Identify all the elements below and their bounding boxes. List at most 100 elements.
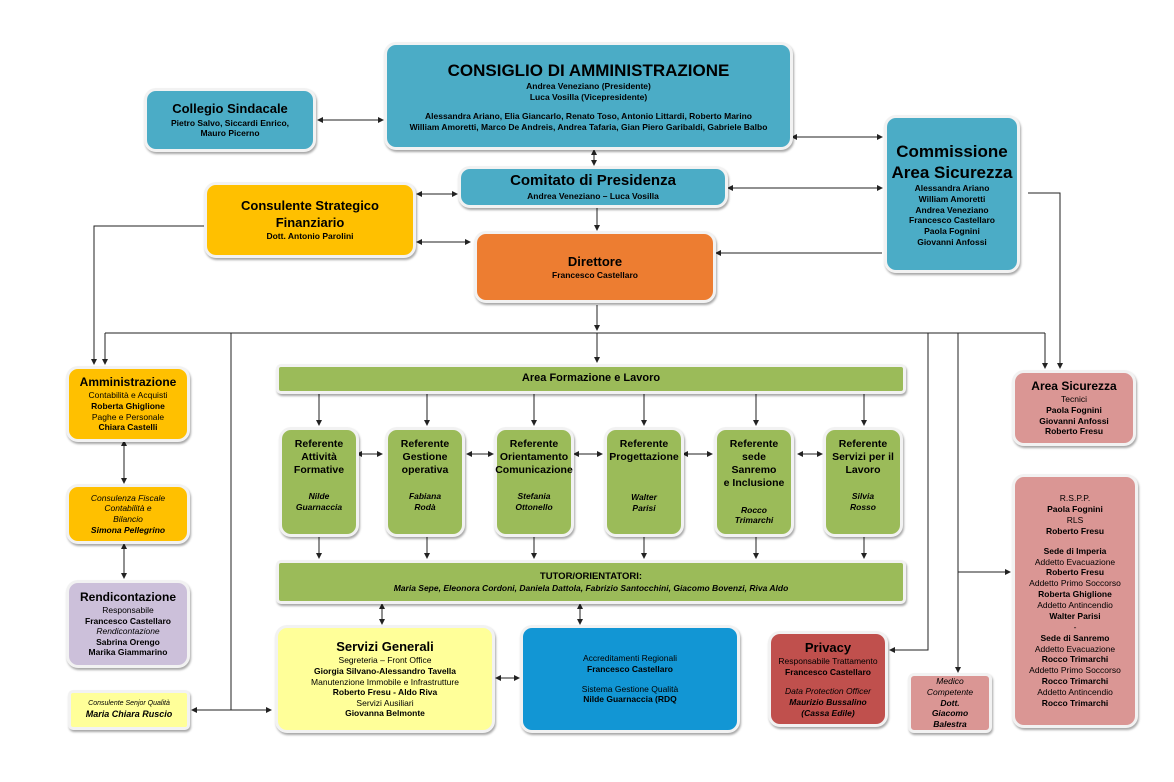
referente-title: Referente bbox=[400, 438, 450, 450]
referente-title: operativa bbox=[401, 464, 449, 477]
collegio-title: Collegio Sindacale bbox=[172, 101, 288, 117]
rspp-line: Addetto Antincendio bbox=[1037, 600, 1113, 611]
privacy-name: Maurizio Bussalino bbox=[789, 696, 867, 707]
consiglio-members-2: William Amoretti, Marco De Andreis, Andr… bbox=[409, 121, 768, 132]
rspp-line: Walter Parisi bbox=[1049, 610, 1101, 621]
consulenza-fiscale-box: Consulenza Fiscale Contabilità e Bilanci… bbox=[66, 484, 190, 544]
consulente-finanziario-title: Consulente Strategico Finanziario bbox=[241, 198, 379, 230]
commissione-areasicurezza-link bbox=[1028, 192, 1063, 369]
rspp-line: Rocco Trimarchi bbox=[1041, 697, 1109, 708]
referente-title: Gestione bbox=[402, 451, 448, 464]
rendicontazione-role: Rendicontazione bbox=[96, 626, 160, 637]
referente-name: Rocco bbox=[741, 504, 767, 515]
amministrazione-box: Amministrazione Contabilità e Acquisti R… bbox=[66, 366, 190, 442]
referente-name: Rodà bbox=[414, 502, 436, 512]
area-sicurezza-member: Giovanni Anfossi bbox=[1039, 415, 1109, 426]
rendicontazione-name: Francesco Castellaro bbox=[85, 615, 171, 626]
area-sicurezza-member: Roberto Fresu bbox=[1044, 426, 1104, 437]
rendicontazione-box: Rendicontazione Responsabile Francesco C… bbox=[66, 580, 190, 668]
commissione-area-sicurezza-box: Commissione Area Sicurezza Alessandra Ar… bbox=[884, 115, 1020, 273]
medico-line: Medico bbox=[936, 676, 964, 687]
referente-title: Servizi per il bbox=[832, 451, 894, 464]
consulenza-fiscale-line: Bilancio bbox=[113, 514, 143, 524]
rspp-line: Sede di Sanremo bbox=[1040, 632, 1110, 643]
area-formazione-box: Area Formazione e Lavoro bbox=[276, 364, 906, 394]
referente-name: Trimarchi bbox=[734, 515, 774, 526]
commissione-member: Giovanni Anfossi bbox=[917, 236, 987, 247]
rspp-line: Roberto Fresu bbox=[1045, 567, 1105, 578]
servizi-name: Giorgia Silvano-Alessandro Tavella bbox=[313, 665, 457, 676]
medico-line: Giacomo bbox=[931, 708, 969, 719]
amministrazione-role: Paghe e Personale bbox=[91, 411, 165, 422]
rspp-line: Paola Fognini bbox=[1047, 504, 1103, 515]
commissione-title-1: Commissione bbox=[896, 141, 1008, 161]
amministrazione-name: Roberta Ghiglione bbox=[91, 400, 165, 411]
referente-name: Nilde bbox=[308, 491, 330, 502]
referente-title: Referente bbox=[838, 438, 888, 450]
referente-title: Referente bbox=[509, 438, 559, 450]
area-sicurezza-title: Area Sicurezza bbox=[1031, 379, 1117, 394]
medico-line: Dott. bbox=[940, 697, 960, 708]
rspp-line: Roberto Fresu bbox=[1045, 525, 1105, 536]
area-sicurezza-member: Paola Fognini bbox=[1046, 404, 1102, 415]
referente-title: Attività bbox=[301, 451, 337, 464]
consulente-qualita-role: Consulente Senjor Qualità bbox=[88, 700, 170, 707]
referente-name: Guarnaccia bbox=[295, 502, 343, 512]
servizi-name: Giovanna Belmonte bbox=[345, 708, 425, 719]
servizi-generali-box: Servizi Generali Segreteria – Front Offi… bbox=[275, 625, 495, 733]
rspp-line: Addetto Primo Soccorso bbox=[1029, 578, 1121, 589]
servizi-role: Servizi Ausiliari bbox=[356, 697, 414, 708]
referente-title: Referente bbox=[294, 438, 344, 450]
referente-name: Rosso bbox=[850, 502, 876, 512]
medico-competente-box: Medico Competente Dott. Giacomo Balestra bbox=[908, 673, 992, 733]
rspp-line: Sede di Imperia bbox=[1043, 545, 1107, 556]
medico-line: Balestra bbox=[933, 718, 967, 729]
referente-title: e Inclusione bbox=[723, 477, 785, 490]
rspp-line: Addetto Evacuazione bbox=[1034, 556, 1116, 567]
tutor-names: Maria Sepe, Eleonora Cordoni, Daniela Da… bbox=[393, 582, 789, 593]
rendicontazione-name: Marika Giammarino bbox=[88, 647, 168, 658]
tutor-title: TUTOR/ORIENTATORI: bbox=[539, 570, 643, 582]
consulente-qualita-name: Maria Chiara Ruscio bbox=[85, 708, 173, 719]
privacy-name: Francesco Castellaro bbox=[785, 666, 871, 677]
referente-title: Referente bbox=[619, 438, 669, 450]
consulente-finanziario-box: Consulente Strategico Finanziario Dott. … bbox=[204, 182, 416, 258]
commissione-member: William Amoretti bbox=[918, 194, 986, 204]
accreditamenti-role: Sistema Gestione Qualità bbox=[581, 683, 679, 694]
direttore-box: Direttore Francesco Castellaro bbox=[474, 231, 716, 303]
comitato-members: Andrea Veneziano – Luca Vosilla bbox=[527, 191, 659, 202]
privacy-role: Responsabile Trattamento bbox=[778, 656, 878, 667]
rspp-line: Addetto Evacuazione bbox=[1034, 643, 1116, 654]
amministrazione-title: Amministrazione bbox=[79, 375, 177, 390]
referente-name: Parisi bbox=[632, 502, 656, 513]
collegio-members-2: Mauro Picerno bbox=[200, 128, 260, 139]
rspp-line: Addetto Primo Soccorso bbox=[1029, 665, 1121, 676]
rspp-line: Addetto Antincendio bbox=[1037, 687, 1113, 698]
referente-name: Fabiana bbox=[408, 491, 442, 502]
accreditamenti-name: Francesco Castellaro bbox=[587, 663, 673, 674]
area-sicurezza-box: Area Sicurezza Tecnici Paola Fognini Gio… bbox=[1012, 370, 1136, 446]
consiglio-president: Andrea Veneziano (Presidente) bbox=[526, 80, 651, 91]
rendicontazione-role: Responsabile bbox=[102, 604, 154, 615]
commissione-member: Andrea Veneziano bbox=[915, 204, 989, 215]
referente-title: sede Sanremo bbox=[731, 451, 777, 477]
commissione-member: Francesco Castellaro bbox=[909, 215, 995, 226]
rspp-line: RLS bbox=[1066, 514, 1084, 525]
servizi-generali-title: Servizi Generali bbox=[336, 639, 434, 654]
collegio-members-1: Pietro Salvo, Siccardi Enrico, bbox=[170, 117, 290, 128]
comitato-title: Comitato di Presidenza bbox=[510, 172, 676, 190]
consiglio-amministrazione-box: CONSIGLIO DI AMMINISTRAZIONE Andrea Vene… bbox=[384, 42, 793, 150]
consulente-qualita-box: Consulente Senjor Qualità Maria Chiara R… bbox=[68, 690, 190, 730]
privacy-name: (Cassa Edile) bbox=[801, 707, 855, 718]
referente-title: Formative bbox=[293, 464, 345, 477]
amministrazione-name: Chiara Castelli bbox=[98, 422, 158, 433]
consiglio-members-1: Alessandra Ariano, Elia Giancarlo, Renat… bbox=[425, 111, 752, 122]
referente-name: Silvia bbox=[851, 491, 875, 502]
area-formazione-title: Area Formazione e Lavoro bbox=[521, 372, 661, 385]
privacy-title: Privacy bbox=[804, 639, 852, 655]
